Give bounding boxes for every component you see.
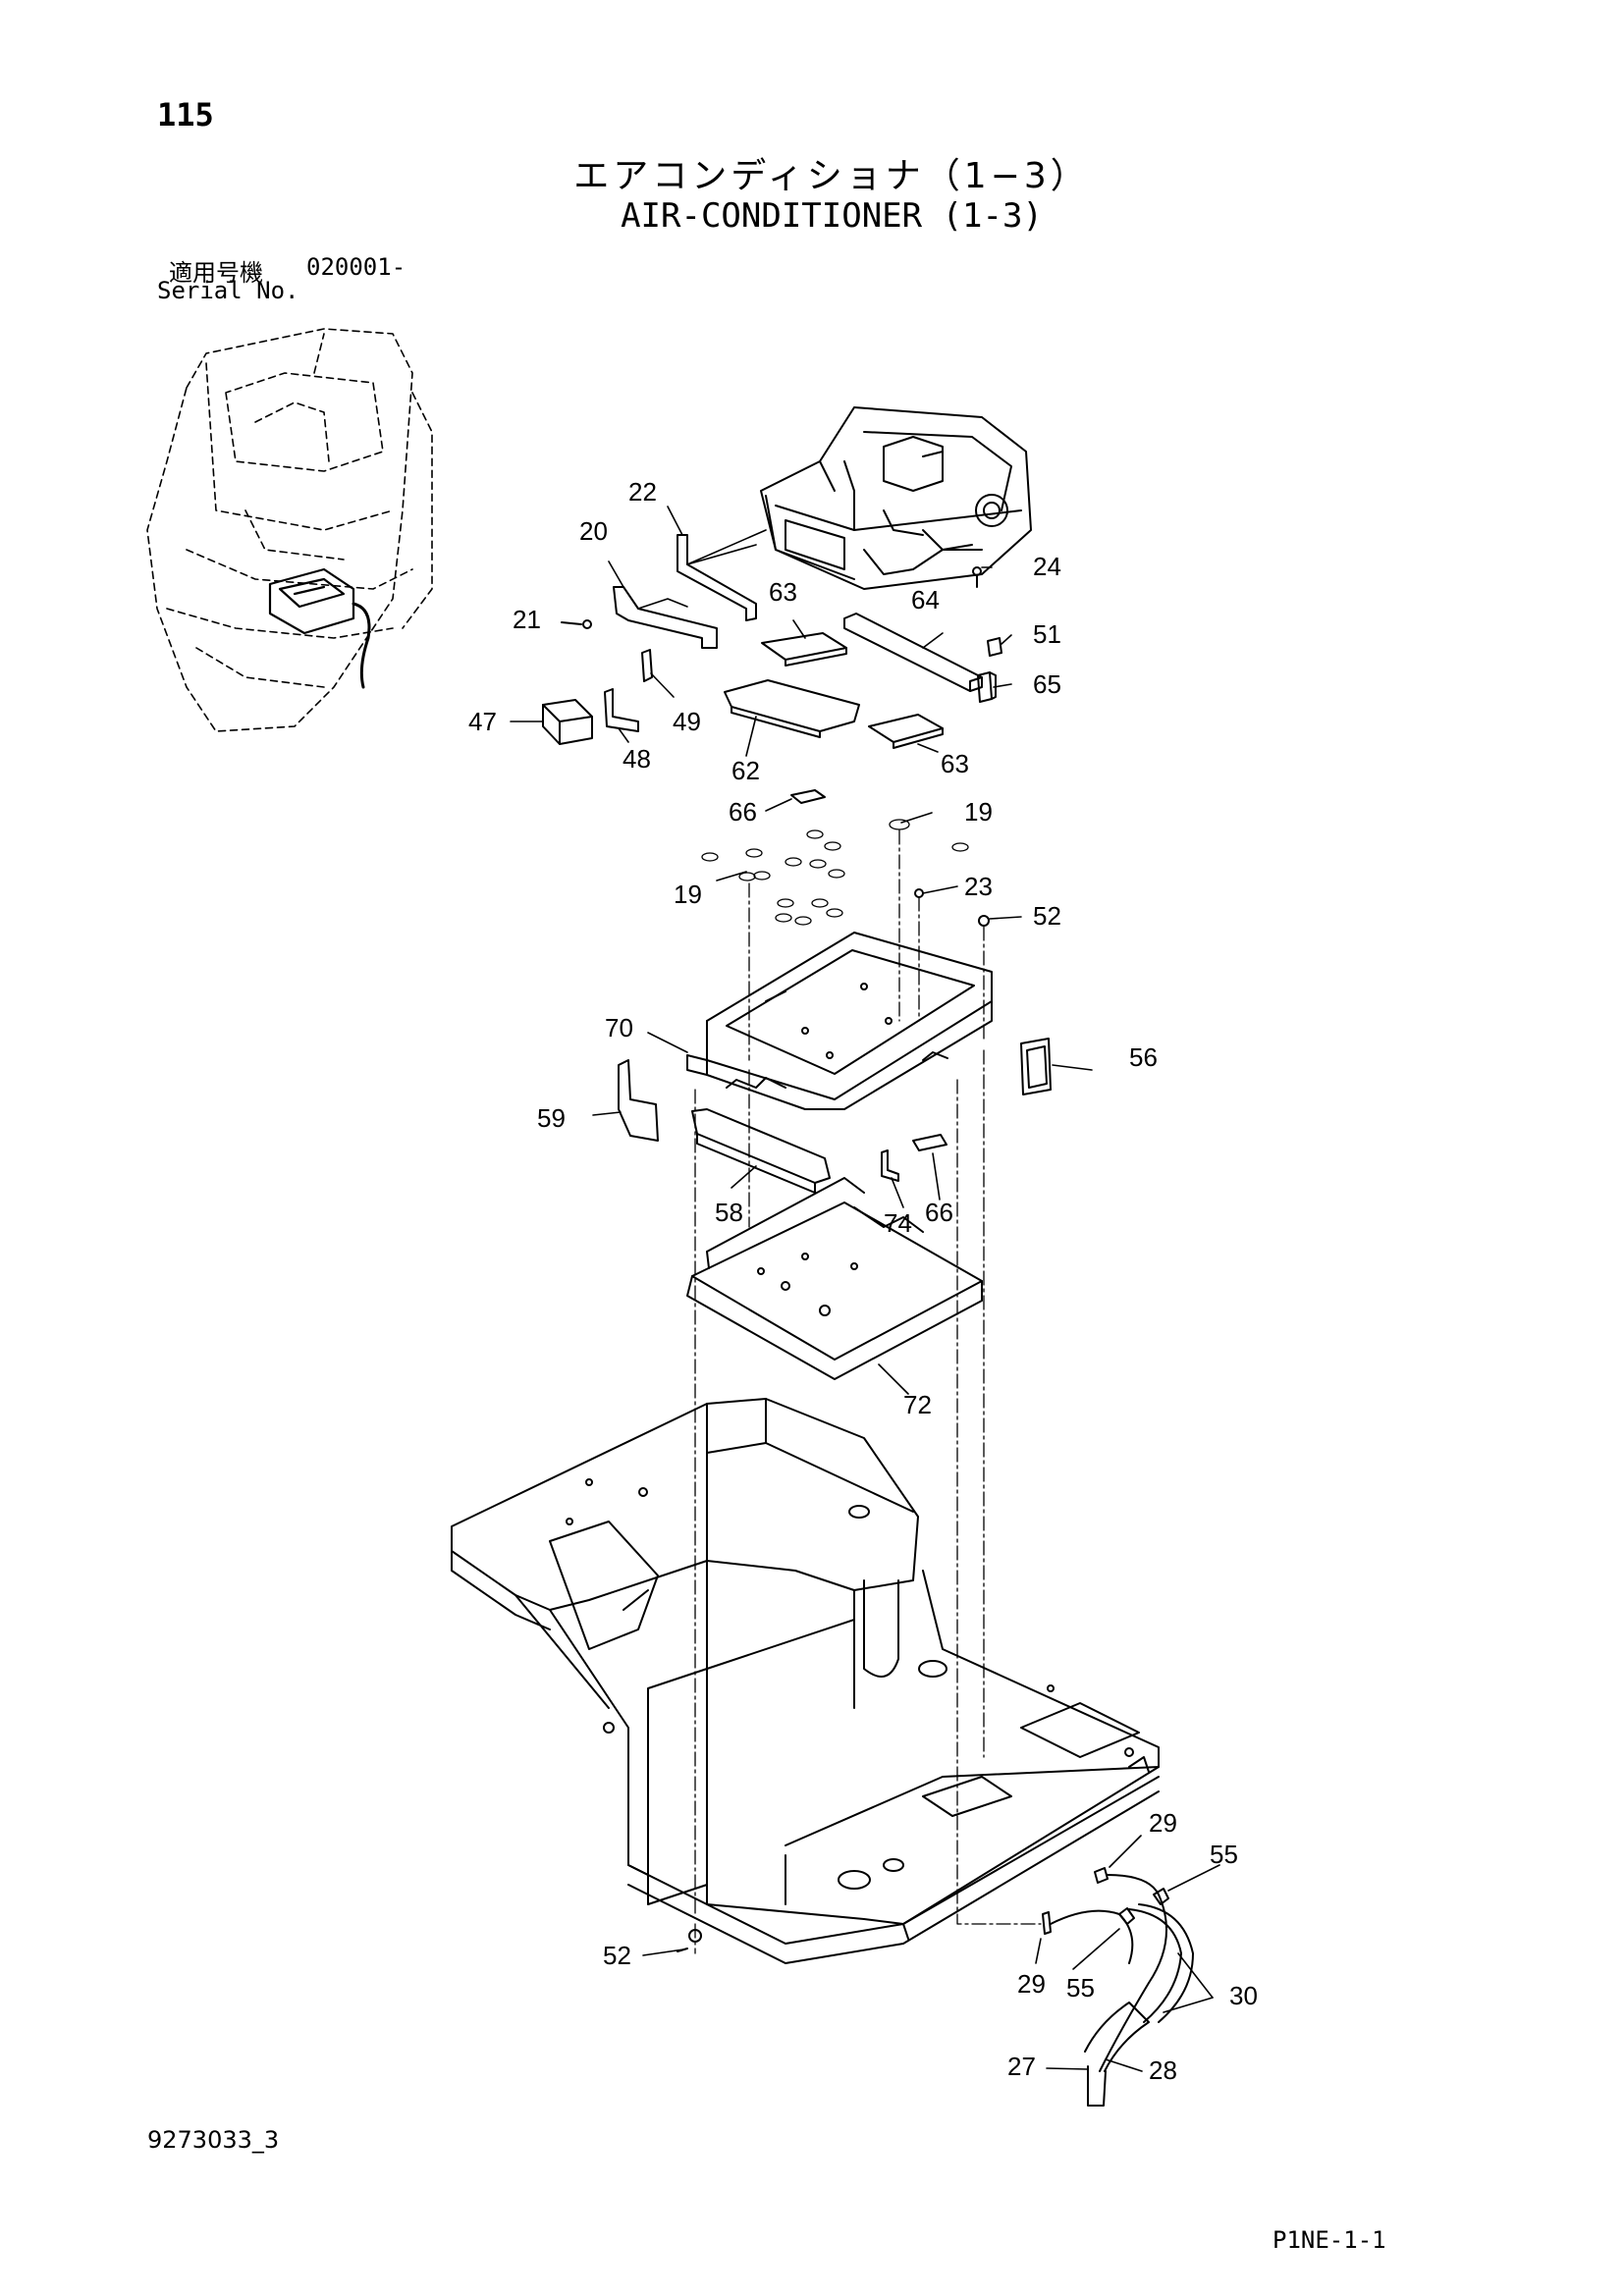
- callout-48: 48: [623, 744, 651, 774]
- callout-56: 56: [1129, 1042, 1158, 1072]
- strip-49: [641, 649, 653, 682]
- inset-air-conditioner-highlight: [268, 567, 371, 689]
- callout-22: 22: [628, 477, 657, 507]
- page-title-english: AIR-CONDITIONER (1-3): [621, 196, 1043, 236]
- tray-70: [686, 932, 993, 1110]
- serial-number-value: 020001-: [306, 253, 406, 281]
- callout-55-upper: 55: [1210, 1840, 1238, 1869]
- callout-30: 30: [1229, 1981, 1258, 2010]
- callout-47: 47: [468, 707, 497, 736]
- plate-72: [686, 1177, 983, 1380]
- pad-59: [618, 1059, 659, 1142]
- callout-labels: 22 20 24 63 64 21 51 65 47 49 48 62 63 6…: [468, 477, 1258, 2085]
- page-title-japanese: エアコンディショナ（1−3）: [573, 156, 1090, 196]
- serial-label-english: Serial No.: [157, 277, 299, 304]
- callout-27: 27: [1007, 2052, 1036, 2081]
- pad-63-upper: [761, 632, 847, 667]
- block-51: [987, 637, 1002, 657]
- callout-65: 65: [1033, 669, 1061, 699]
- callout-23: 23: [964, 872, 993, 901]
- assembly-lines: [694, 829, 1042, 1954]
- strip-64: [843, 613, 983, 692]
- callout-19-right: 19: [964, 797, 993, 827]
- machine-overview-inset: [146, 328, 433, 732]
- callout-59: 59: [537, 1103, 566, 1133]
- main-frame: [451, 1398, 1160, 1964]
- callout-66-upper: 66: [729, 797, 757, 827]
- callout-74: 74: [884, 1208, 912, 1238]
- screw-24: [972, 566, 982, 588]
- pad-66-upper: [790, 789, 826, 804]
- callout-58: 58: [715, 1198, 743, 1227]
- angle-48: [604, 688, 639, 732]
- pipe-assembly: [1042, 1867, 1194, 2107]
- grommets-19: [701, 819, 969, 926]
- sheet-58: [691, 1108, 831, 1194]
- callout-72: 72: [903, 1390, 932, 1419]
- callout-63-upper: 63: [769, 577, 797, 607]
- page-number: 115: [157, 96, 214, 133]
- pad-56: [1020, 1038, 1052, 1095]
- callout-66-lower: 66: [925, 1198, 953, 1227]
- pad-63-lower: [868, 714, 944, 749]
- callout-64: 64: [911, 585, 940, 614]
- screw-23: [914, 888, 924, 898]
- callout-70: 70: [605, 1013, 633, 1042]
- callout-55-lower: 55: [1066, 1973, 1095, 2002]
- callout-20: 20: [579, 516, 608, 546]
- angle-74: [881, 1149, 899, 1182]
- screw-21: [561, 619, 592, 629]
- nut-52-upper: [978, 915, 990, 927]
- callout-21: 21: [513, 605, 541, 634]
- serial-label-japanese: 適用号機: [169, 259, 263, 287]
- leader-lines: [510, 506, 1220, 2072]
- callout-29-lower: 29: [1017, 1969, 1046, 1999]
- pad-62: [724, 679, 860, 738]
- callout-62: 62: [731, 756, 760, 785]
- pad-66-lower: [912, 1134, 947, 1151]
- drawing-number: 9273033_3: [147, 2126, 280, 2154]
- bracket-22: [677, 534, 757, 621]
- callout-19-left: 19: [674, 880, 702, 909]
- callout-52-lower: 52: [603, 1941, 631, 1970]
- callout-24: 24: [1033, 552, 1061, 581]
- block-47: [542, 699, 593, 745]
- callout-63-lower: 63: [941, 749, 969, 778]
- callout-51: 51: [1033, 619, 1061, 649]
- air-conditioner-unit: [760, 406, 1032, 590]
- callout-29-upper: 29: [1149, 1808, 1177, 1838]
- callout-28: 28: [1149, 2056, 1177, 2085]
- bracket-20: [613, 586, 718, 649]
- page-code: P1NE-1-1: [1272, 2226, 1386, 2254]
- nut-52-lower: [677, 1929, 702, 1952]
- callout-49: 49: [673, 707, 701, 736]
- callout-52-upper: 52: [1033, 901, 1061, 931]
